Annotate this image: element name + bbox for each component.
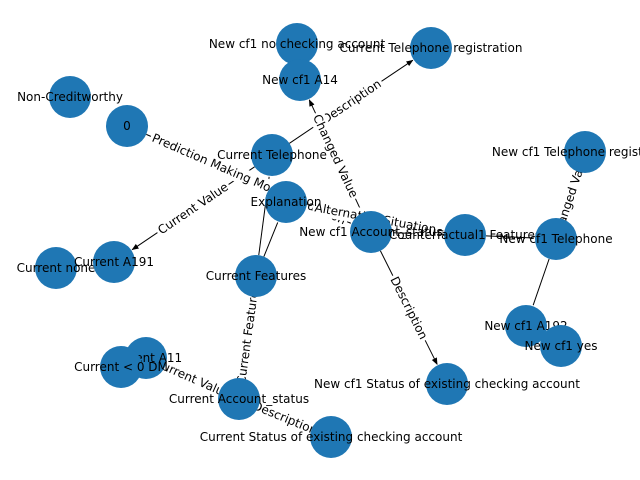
node-label: New cf1 Status of existing checking acco… <box>314 377 580 391</box>
node-circle <box>35 247 77 289</box>
node-circle <box>218 378 260 420</box>
node-cf1-acc-status: New cf1 Account_status <box>299 211 443 253</box>
node-label: Non-Creditworthy <box>17 90 123 104</box>
edge-label-cur-value-tel: Current Value <box>152 177 234 240</box>
node-circle <box>279 59 321 101</box>
node-circle <box>49 76 91 118</box>
edge-cf1_tel-cf1_a192 <box>532 258 550 306</box>
edge-label-background <box>385 272 433 344</box>
node-label: New cf1 Telephone <box>499 232 612 246</box>
node-cf1-status-exist: New cf1 Status of existing checking acco… <box>314 363 580 405</box>
node-circle <box>265 181 307 223</box>
node-label: Current Account_status <box>169 392 309 406</box>
node-circle <box>540 325 582 367</box>
node-circle <box>100 346 142 388</box>
node-label: Explanation <box>251 195 322 209</box>
node-circle <box>505 305 547 347</box>
edge-label-text: Current Value <box>155 180 231 237</box>
node-cur-a191: Current A191 <box>74 241 154 283</box>
node-cur-lt0: Current < 0 DM <box>74 346 168 388</box>
node-explanation: Explanation <box>251 181 322 223</box>
edge-label-background <box>308 109 363 203</box>
node-label: New cf1 Account_status <box>299 225 443 239</box>
node-cf1-yes: New cf1 yes <box>525 325 598 367</box>
node-label: Current Telephone <box>217 148 327 162</box>
node-circle <box>350 211 392 253</box>
edge-label-background <box>248 396 322 440</box>
node-label: New cf1 A14 <box>262 73 338 87</box>
node-circle <box>426 363 468 405</box>
node-cur-acc-status: Current Account_status <box>169 378 309 420</box>
node-label: New cf1 A192 <box>484 319 567 333</box>
node-circle <box>251 134 293 176</box>
node-cf1-tel: New cf1 Telephone <box>499 218 613 260</box>
node-cur-features: Current Features <box>206 255 306 297</box>
node-label: 0 <box>123 119 131 133</box>
node-circle <box>535 218 577 260</box>
node-circle <box>410 27 452 69</box>
node-cf-features: Counterfactual1 Features <box>389 214 541 256</box>
node-label: New cf1 yes <box>525 339 598 353</box>
node-label: New cf1 Telephone registration <box>492 145 640 159</box>
node-cur-none: Current none <box>17 247 96 289</box>
node-cf1-no-checking: New cf1 no checking account <box>209 23 386 65</box>
edge-cur_features-explanation <box>263 222 279 257</box>
node-cf1-tel-reg: New cf1 Telephone registration <box>492 131 640 173</box>
edge-label-background <box>149 353 236 404</box>
node-circle <box>276 23 318 65</box>
node-circle <box>235 255 277 297</box>
node-zero: 0 <box>106 105 148 147</box>
node-label: Counterfactual1 Features <box>389 228 541 242</box>
node-circle <box>564 131 606 173</box>
node-label: Current Status of existing checking acco… <box>200 430 463 444</box>
edge-label-background <box>152 177 234 240</box>
edge-label-text: Current Feature <box>234 290 261 385</box>
node-cur-status-exist: Current Status of existing checking acco… <box>200 416 463 458</box>
edge-cf_features-cf1_tel <box>485 235 535 239</box>
node-circle <box>310 416 352 458</box>
node-label: New cf1 no checking account <box>209 37 386 51</box>
node-label: Current A191 <box>74 255 154 269</box>
node-circle <box>93 241 135 283</box>
node-cf1-a14: New cf1 A14 <box>262 59 338 101</box>
node-label: Current Features <box>206 269 306 283</box>
edge-label-cur-feature-acc: Current Feature <box>232 287 263 388</box>
edge-label-background <box>232 287 263 388</box>
node-circle <box>106 105 148 147</box>
node-cf1-a192: New cf1 A192 <box>484 305 568 347</box>
node-label: Current none <box>17 261 96 275</box>
edge-label-background <box>317 74 386 129</box>
node-circle <box>444 214 486 256</box>
edge-label-desc-acc: Description <box>385 272 433 344</box>
node-cur-tel-reg: Current Telephone registration <box>340 27 523 69</box>
node-label: Current Telephone registration <box>340 41 523 55</box>
edge-label-text: Description <box>387 274 430 341</box>
node-label: Current < 0 DM <box>74 360 168 374</box>
node-non-credit: Non-Creditworthy <box>17 76 123 118</box>
node-cur-tel: Current Telephone <box>217 134 327 176</box>
